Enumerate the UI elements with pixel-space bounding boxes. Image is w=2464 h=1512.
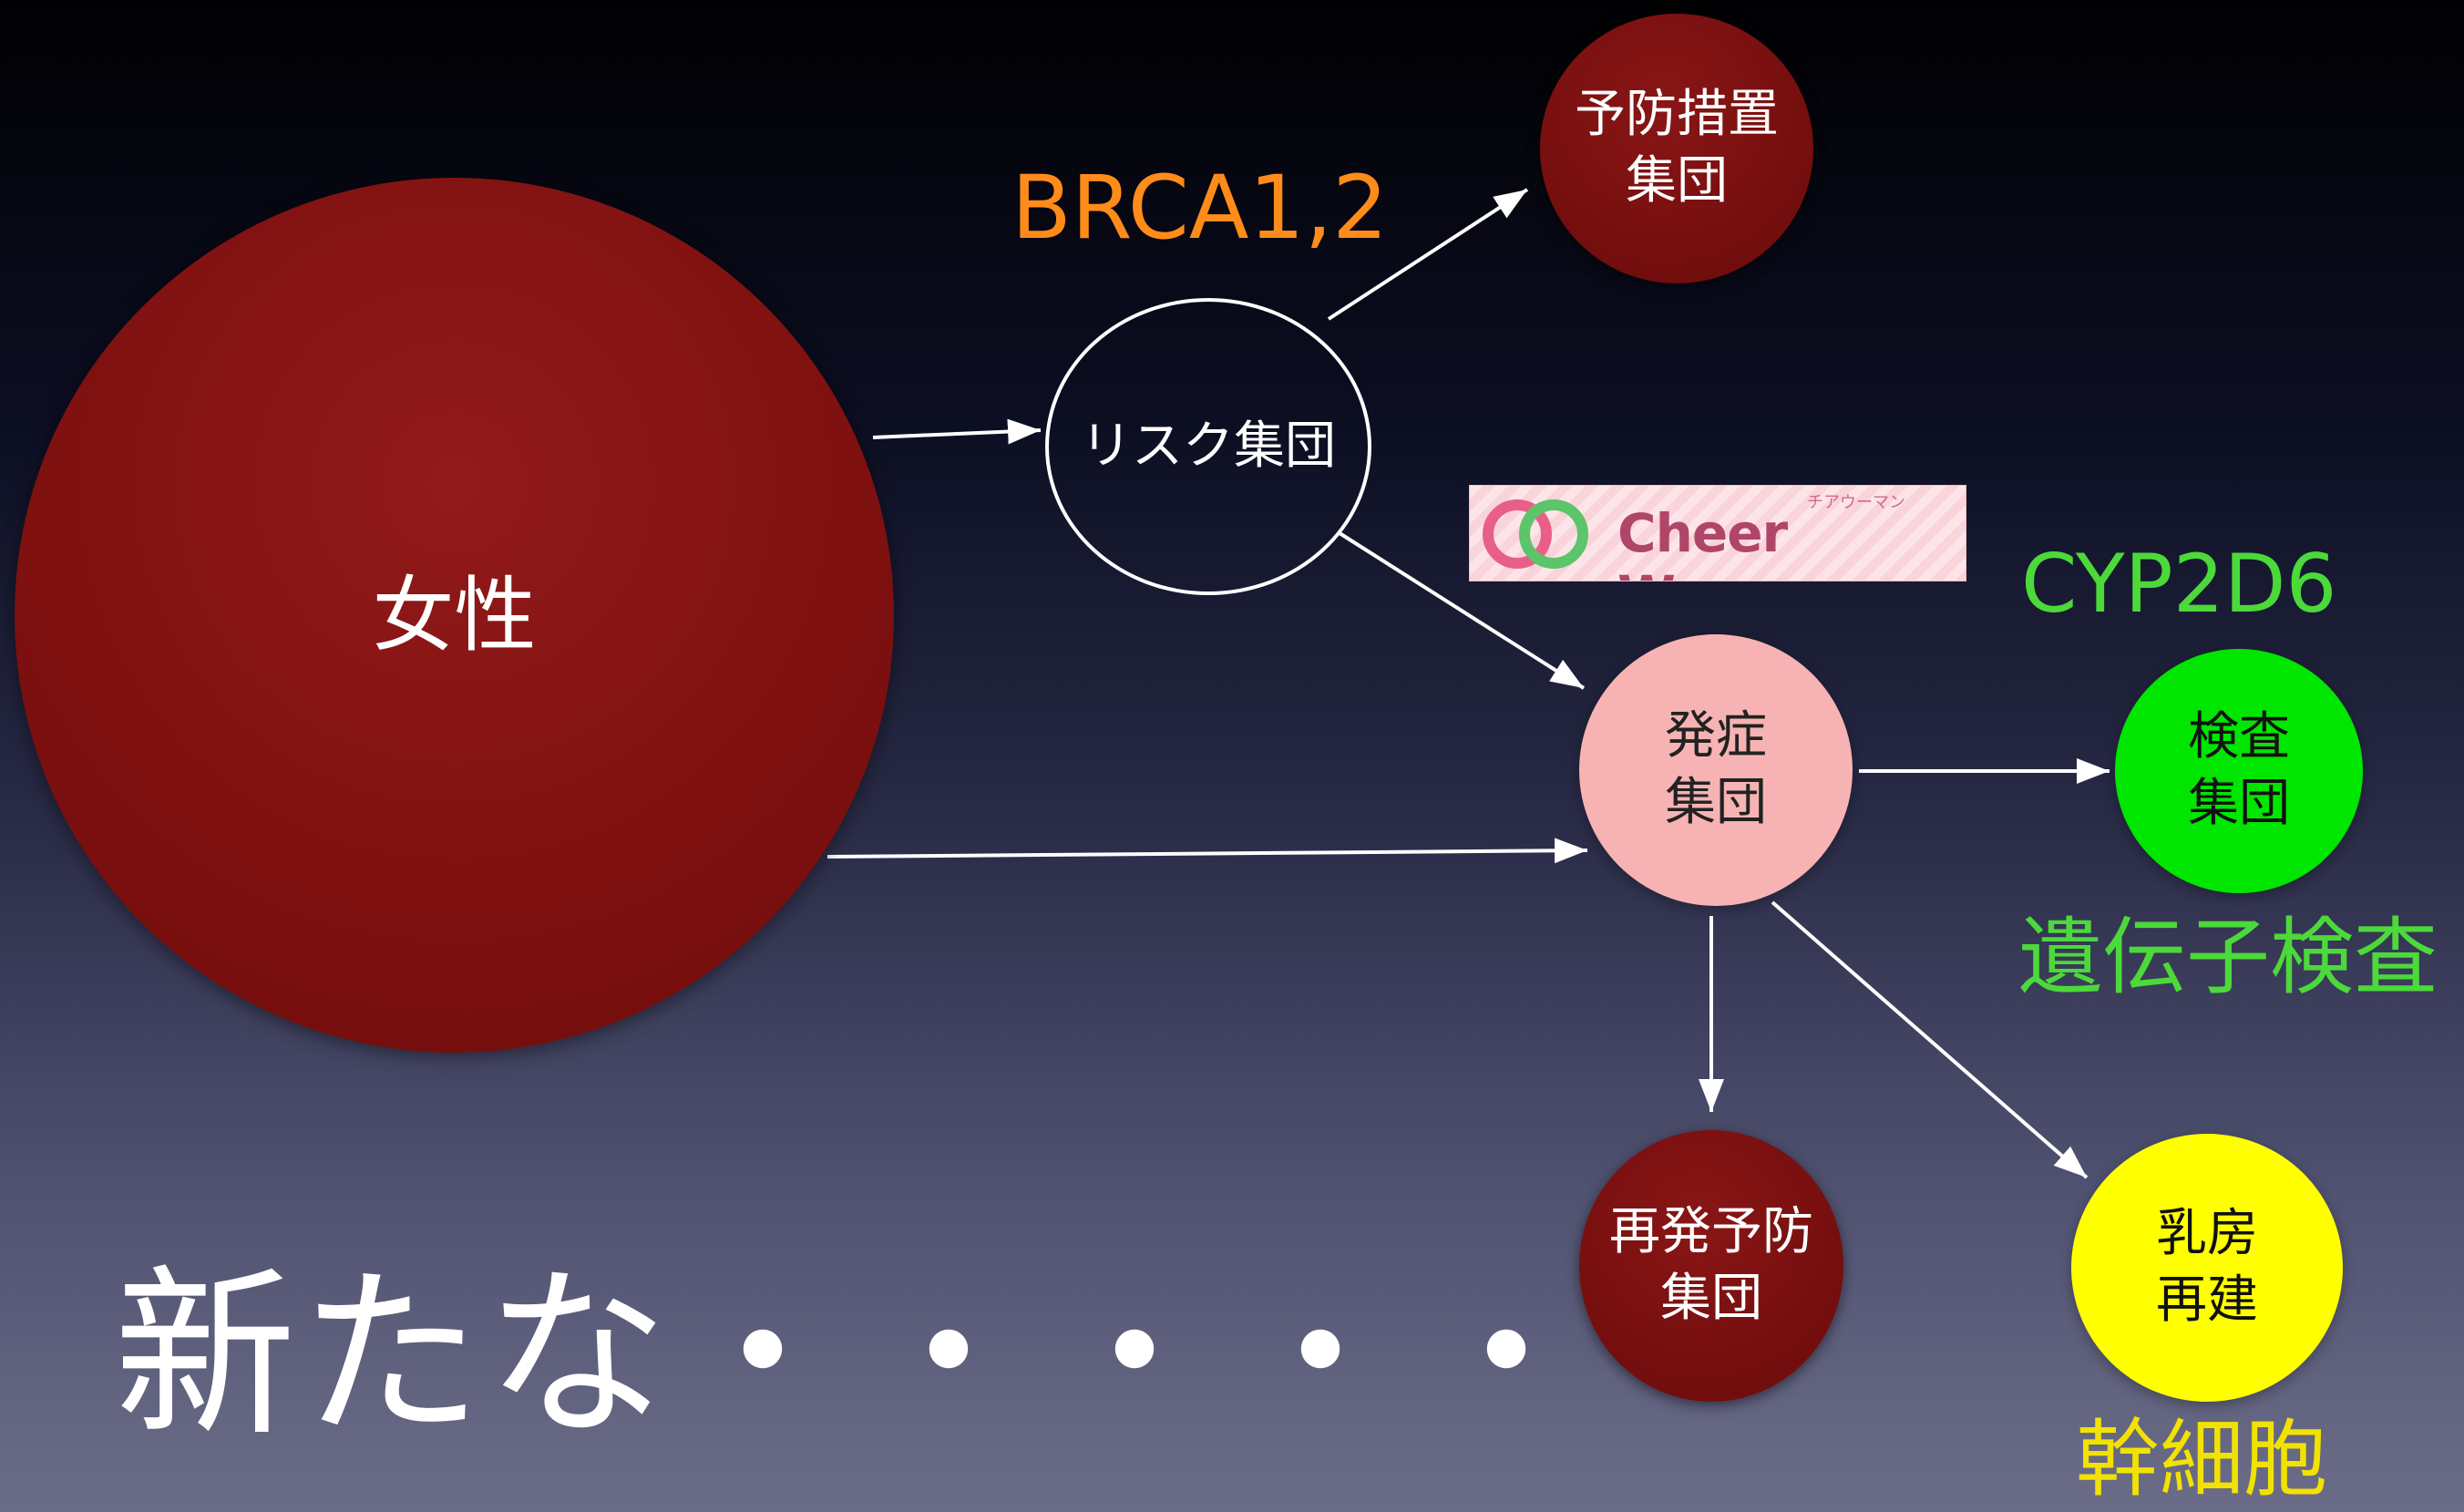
- arrow-onset-to-breast: [1771, 900, 2089, 1179]
- exam-group-node: 検査 集団: [2115, 649, 2363, 893]
- breast-reconstruction-node: 乳房 再建: [2071, 1134, 2343, 1402]
- double-ring-icon: [1483, 499, 1588, 569]
- onset-group-label: 発症 集団: [1665, 706, 1767, 832]
- exam-group-label: 検査 集団: [2188, 707, 2290, 833]
- risk-group-node: リスク集団: [1045, 298, 1371, 595]
- stem-cell-label: 幹細胞: [2076, 1411, 2328, 1508]
- onset-group-node: 発症 集団: [1579, 634, 1853, 906]
- relapse-prevention-group-node: 再発予防 集団: [1579, 1130, 1843, 1402]
- arrow-risk-to-onset: [1338, 531, 1586, 690]
- prevention-group-node: 予防措置 集団: [1540, 14, 1813, 283]
- logo-text: Cheer Woman: [1617, 502, 1835, 581]
- brca-label: BRCA1,2: [1011, 157, 1389, 259]
- arrow-women-to-risk: [872, 418, 1042, 445]
- bottom-caption: 新たな・・・・・: [114, 1250, 1602, 1462]
- women-node: 女性: [15, 178, 894, 1053]
- prevention-group-label: 予防措置 集団: [1575, 85, 1779, 211]
- women-label: 女性: [372, 567, 537, 663]
- breast-reconstruction-label: 乳房 再建: [2156, 1204, 2258, 1330]
- risk-group-label: リスク集団: [1081, 416, 1336, 476]
- cyp2d6-label: CYP2D6: [2021, 537, 2337, 631]
- gene-test-label: 遺伝子検査: [2018, 909, 2438, 1006]
- relapse-prevention-group-label: 再発予防 集団: [1609, 1202, 1813, 1328]
- cheer-woman-logo: チアウーマン Cheer Woman: [1469, 485, 1966, 581]
- arrow-women-to-onset: [826, 838, 1588, 864]
- arrow-risk-to-prevention: [1327, 188, 1529, 321]
- logo-kana: チアウーマン: [1807, 493, 1905, 512]
